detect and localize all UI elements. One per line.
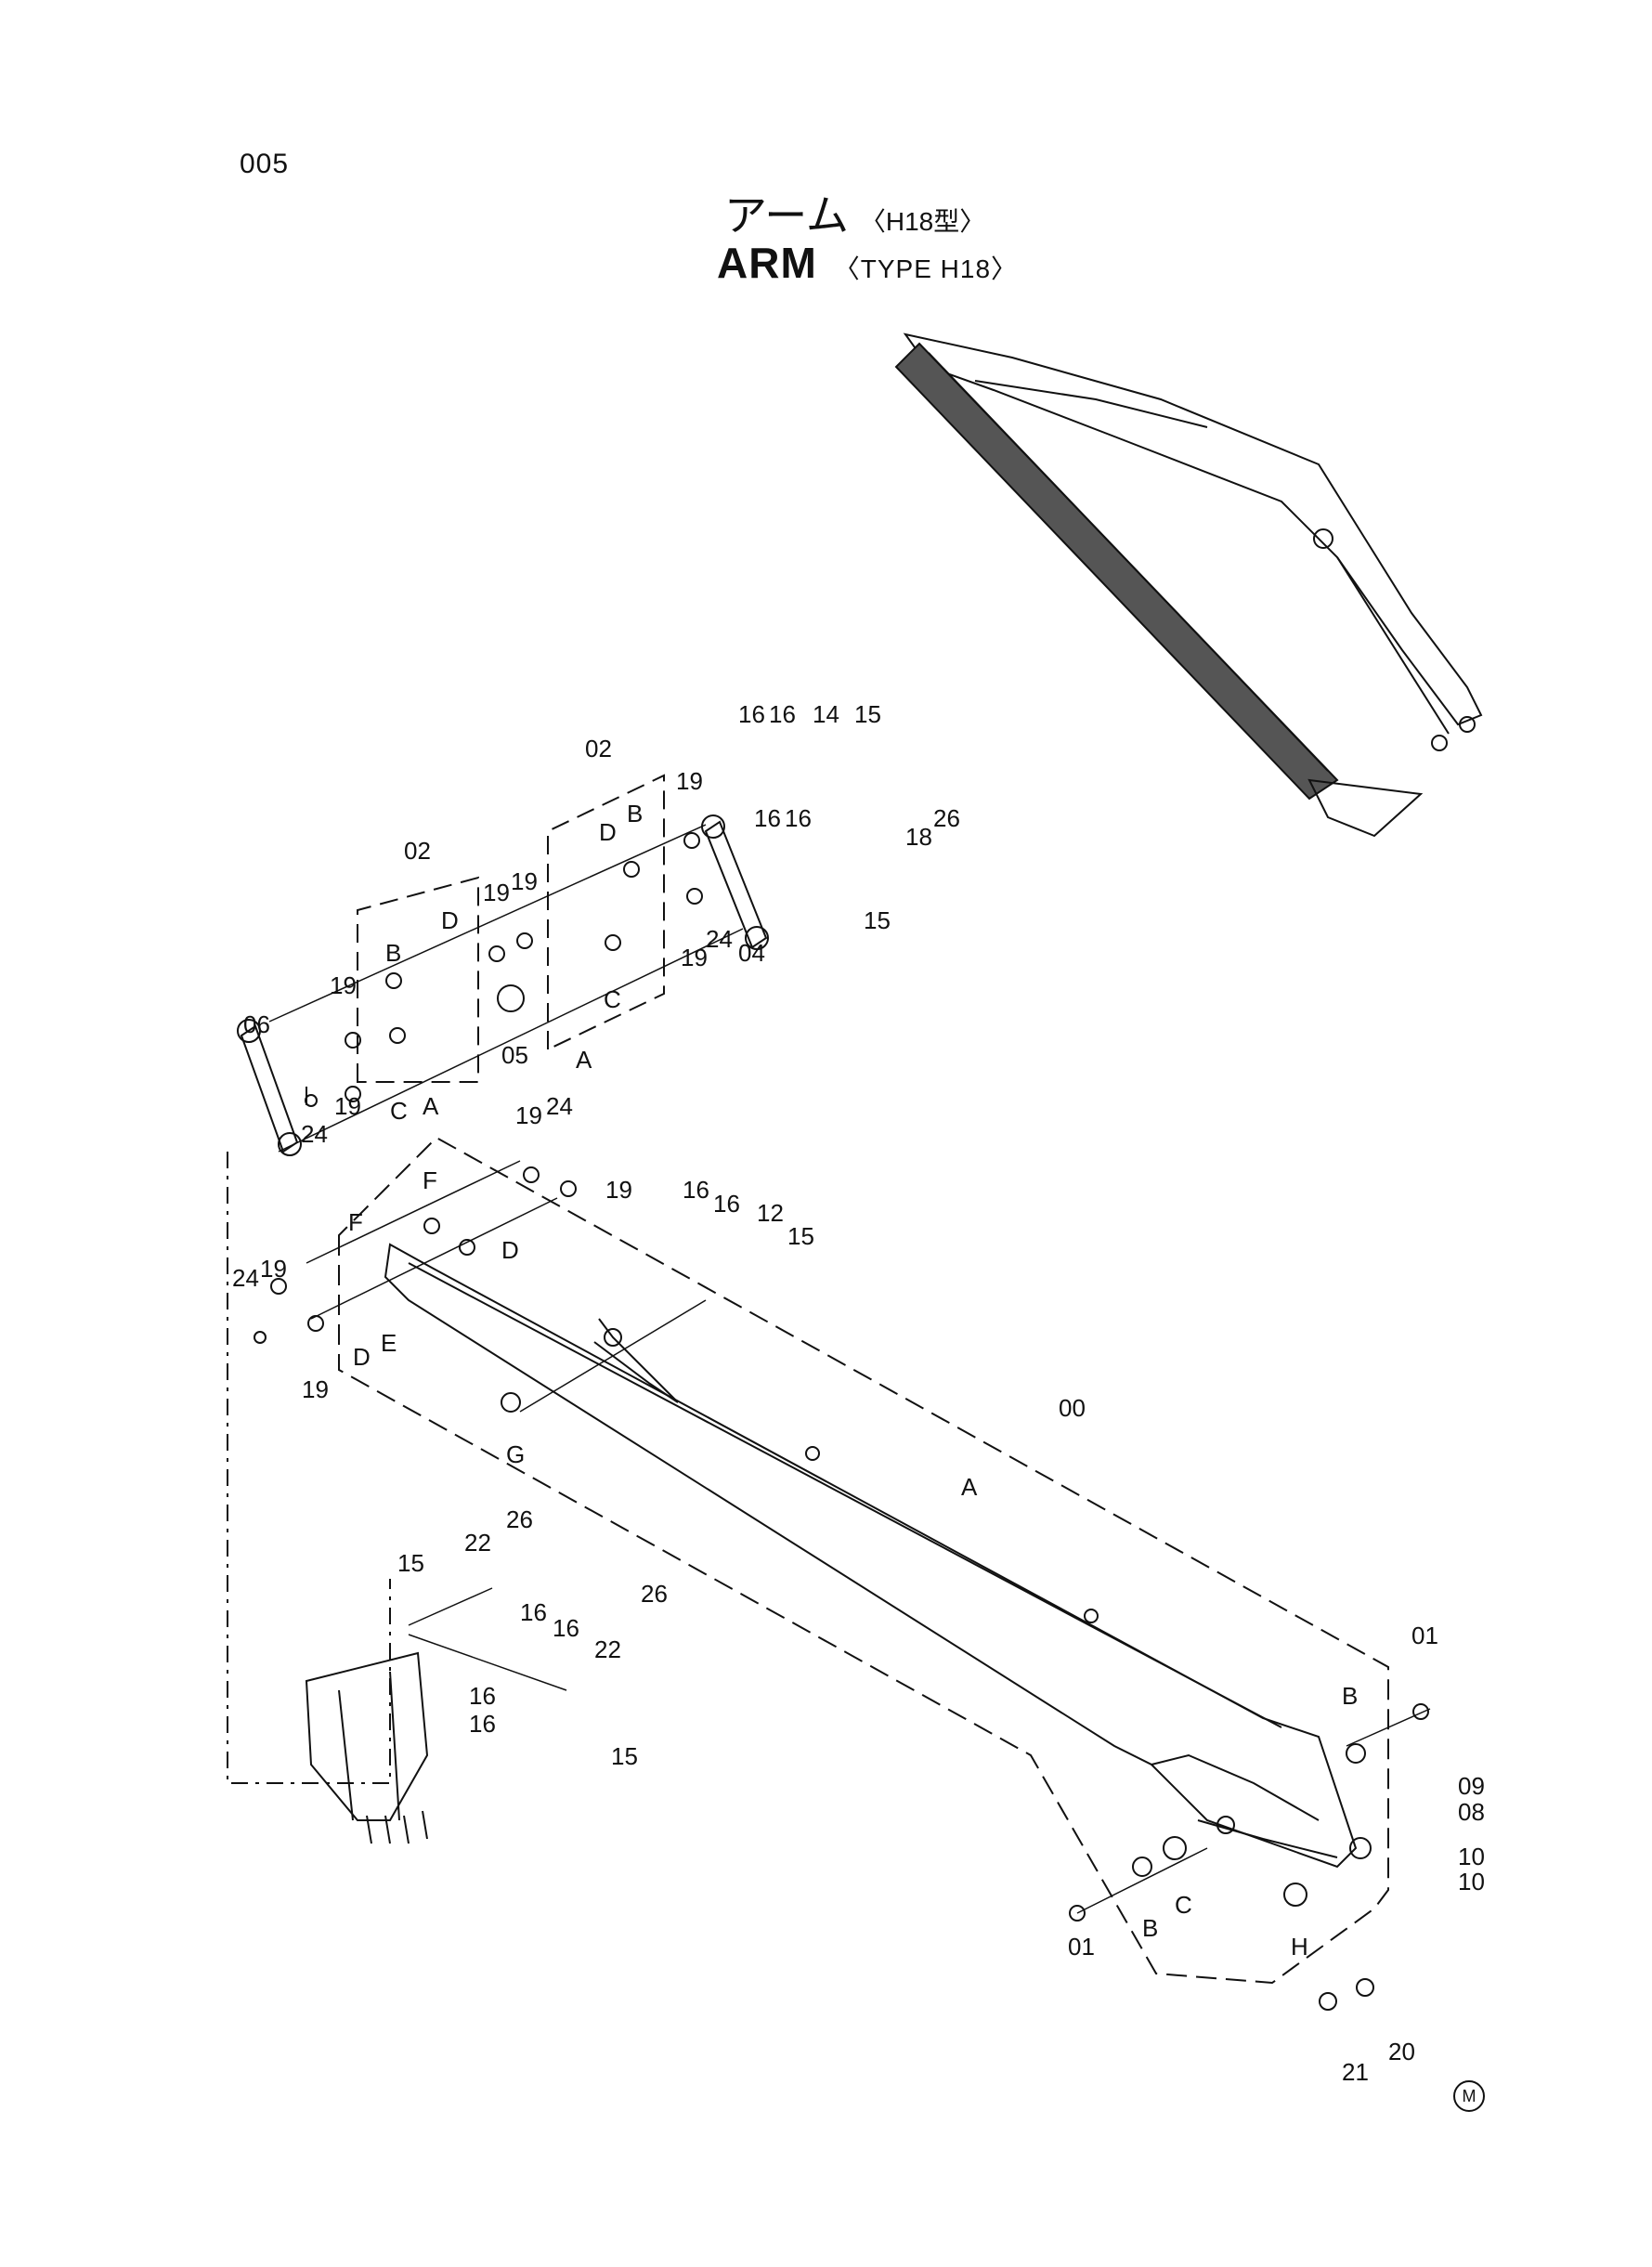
letter-B: B	[1142, 1914, 1158, 1942]
callout-02: 02	[404, 837, 431, 865]
callout-24: 24	[706, 925, 733, 953]
letter-A: A	[961, 1473, 978, 1501]
letter-D: D	[501, 1236, 519, 1264]
callout-15: 15	[854, 700, 881, 728]
callout-19: 19	[511, 867, 538, 895]
title-japanese: アーム〈H18型〉	[724, 182, 985, 243]
callout-02: 02	[585, 735, 612, 762]
callout-20: 20	[1388, 2038, 1415, 2065]
manufacturer-mark: M	[1453, 2080, 1485, 2112]
letter-B: B	[1342, 1682, 1358, 1710]
small-parts	[254, 832, 1429, 2011]
callout-24: 24	[301, 1120, 328, 1148]
title-english: ARM 〈TYPE H18〉	[717, 238, 1018, 288]
letter-A: A	[576, 1046, 592, 1074]
callout-16: 16	[785, 804, 812, 832]
callout-16: 16	[754, 804, 781, 832]
callout-26: 26	[641, 1580, 668, 1608]
callout-04: 04	[738, 939, 765, 967]
callout-15: 15	[397, 1549, 424, 1577]
callout-15: 15	[787, 1222, 814, 1250]
callout-05: 05	[501, 1041, 528, 1069]
callout-10: 10	[1458, 1868, 1485, 1896]
letter-D: D	[353, 1343, 371, 1371]
letter-C: C	[390, 1097, 408, 1125]
callout-19: 19	[681, 944, 708, 971]
callout-26: 26	[933, 804, 960, 832]
callout-15: 15	[864, 906, 891, 934]
letter-B: B	[627, 800, 643, 827]
callout-12: 12	[757, 1199, 784, 1227]
callout-21: 21	[1342, 2058, 1369, 2086]
callout-19: 19	[605, 1176, 632, 1204]
callout-19: 19	[483, 879, 510, 906]
letter-E: E	[381, 1329, 397, 1357]
letter-labels: A A A B B B B C C C D D D D E F F G H	[348, 800, 1358, 1961]
callout-16: 16	[469, 1682, 496, 1710]
callout-24: 24	[232, 1264, 259, 1292]
callout-16: 16	[738, 700, 765, 728]
callout-labels: 00 01 01 02 02 04 05 06 08 09 10 10 12 1…	[232, 700, 1485, 2086]
arm-body	[384, 1243, 1372, 1869]
callout-14: 14	[813, 700, 839, 728]
callout-15: 15	[611, 1742, 638, 1770]
callout-19: 19	[260, 1255, 287, 1283]
callout-09: 09	[1458, 1772, 1485, 1800]
side-links	[237, 814, 769, 1156]
callout-18: 18	[905, 823, 932, 851]
pin-axes	[268, 824, 1431, 1914]
letter-F: F	[348, 1208, 363, 1236]
callout-00: 00	[1059, 1394, 1086, 1422]
page-number: 005	[240, 149, 290, 179]
letter-C: C	[604, 985, 621, 1013]
letter-A: A	[423, 1092, 439, 1120]
letter-F: F	[423, 1166, 437, 1194]
bucket-illustration	[305, 1651, 429, 1844]
arm-assembly-boundary	[338, 1136, 1389, 1985]
callout-10: 10	[1458, 1843, 1485, 1870]
letter-G: G	[506, 1440, 525, 1468]
callout-08: 08	[1458, 1798, 1485, 1826]
title-jp-type: 〈H18型〉	[859, 207, 986, 236]
callout-19: 19	[334, 1092, 361, 1120]
letter-C: C	[1175, 1891, 1192, 1919]
callout-16: 16	[469, 1710, 496, 1738]
title-en-type: 〈TYPE H18〉	[833, 254, 1019, 283]
callout-19: 19	[676, 767, 703, 795]
callout-16: 16	[553, 1614, 579, 1642]
callout-24: 24	[546, 1092, 573, 1120]
callout-22: 22	[464, 1529, 491, 1557]
title-jp-text: アーム	[724, 191, 849, 240]
callout-16: 16	[683, 1176, 709, 1204]
callout-19: 19	[330, 971, 357, 999]
callout-16: 16	[769, 700, 796, 728]
letter-B: B	[385, 939, 401, 967]
callout-01: 01	[1068, 1933, 1095, 1961]
callout-01: 01	[1411, 1622, 1438, 1649]
callout-19: 19	[515, 1101, 542, 1129]
letter-H: H	[1291, 1933, 1308, 1961]
callout-19: 19	[302, 1375, 329, 1403]
assembled-arm-illustration	[894, 332, 1483, 838]
callout-06: 06	[243, 1010, 270, 1038]
callout-22: 22	[594, 1635, 621, 1663]
title-en-text: ARM	[717, 239, 817, 287]
callout-16: 16	[713, 1190, 740, 1218]
callout-16: 16	[520, 1598, 547, 1626]
letter-D: D	[599, 818, 617, 846]
callout-26: 26	[506, 1505, 533, 1533]
letter-D: D	[441, 906, 459, 934]
